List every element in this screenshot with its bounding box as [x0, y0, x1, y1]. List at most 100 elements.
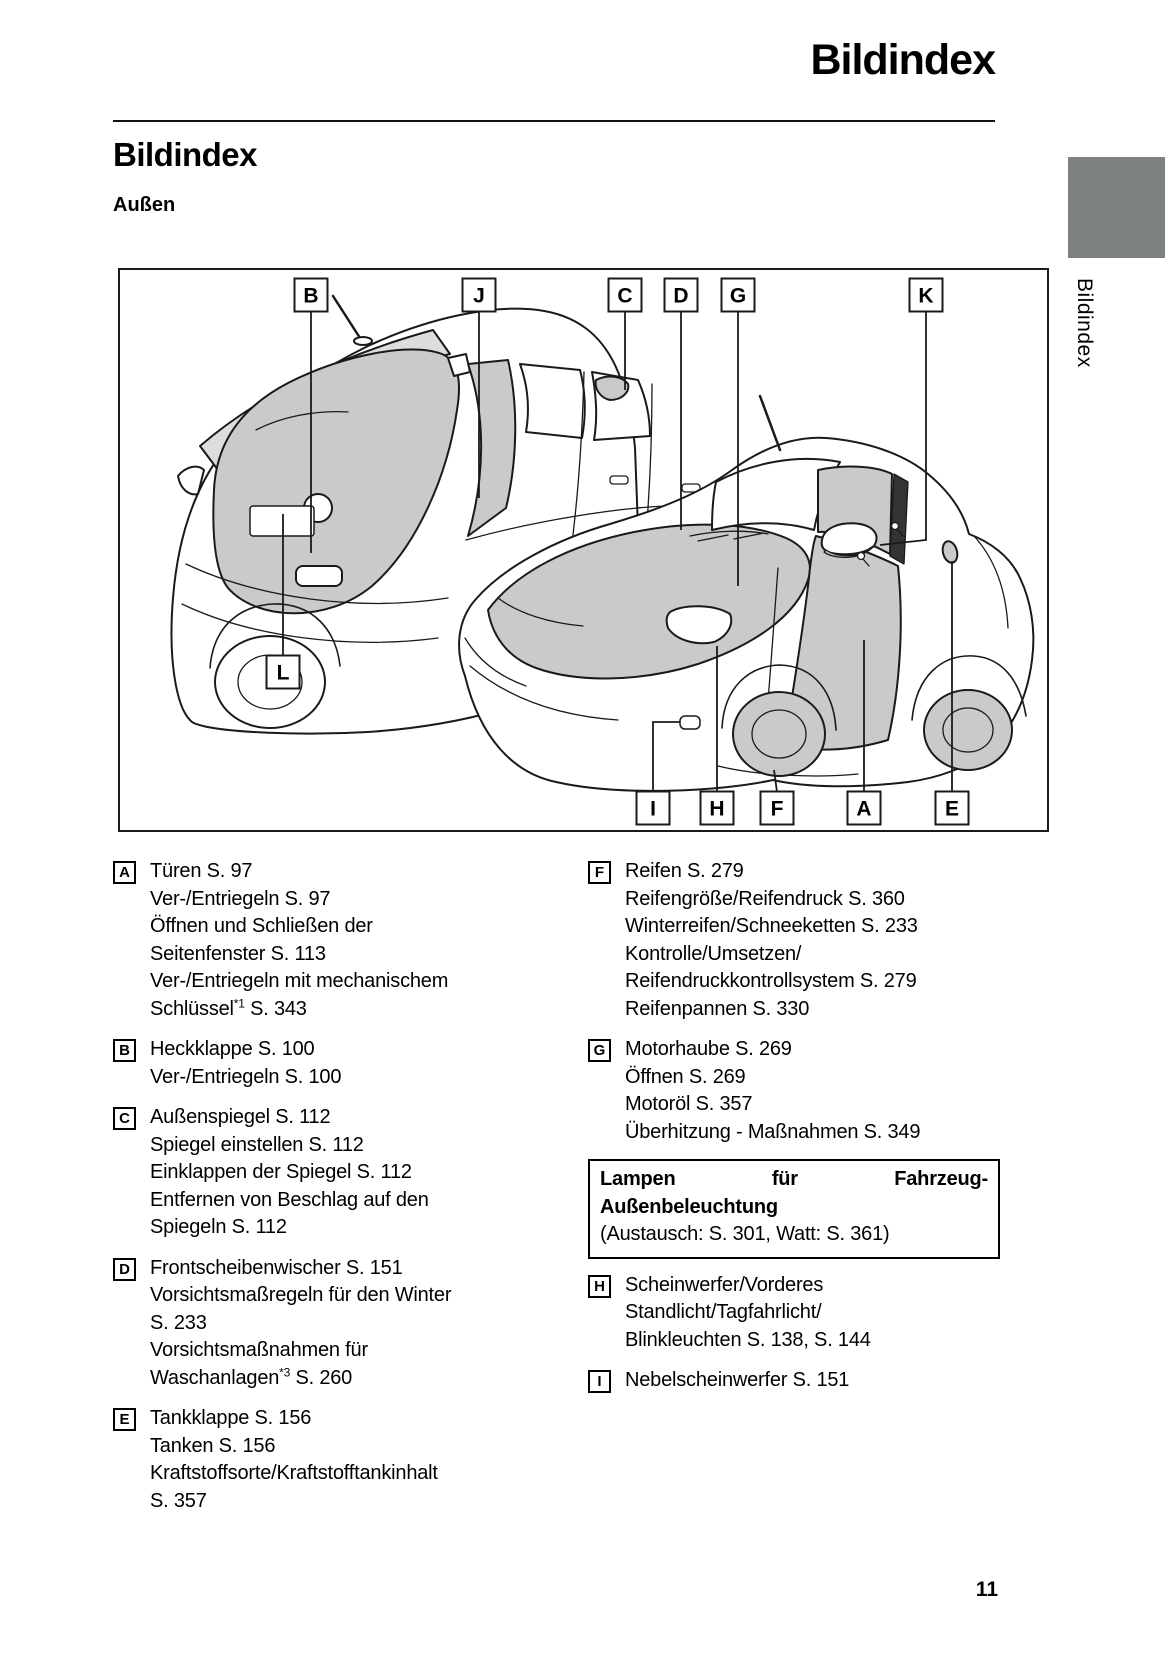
callout-marker-D: D	[113, 1257, 136, 1281]
index-line: S. 233	[150, 1311, 207, 1334]
rear-wiper	[255, 410, 349, 431]
lamp-note-box: Lampen für Fahrzeug- Außenbeleuchtung (Aus…	[588, 1159, 1000, 1259]
lamp-note-line: Außenbeleuchtung	[600, 1195, 778, 1218]
door-handle	[681, 483, 701, 493]
callout-marker-G: G	[588, 1039, 611, 1062]
index-line: Schlüssel*1 S. 343	[150, 995, 307, 1020]
callout-marker-E: E	[113, 1408, 136, 1431]
tail-lamp	[177, 465, 205, 496]
svg-text:A: A	[856, 798, 871, 821]
door-handle	[609, 475, 629, 485]
index-line: Blinkleuchten S. 138, S. 144	[625, 1328, 871, 1351]
callout-leader-lines	[282, 312, 953, 793]
index-line: Vorsichtsmaßnahmen für	[150, 1339, 368, 1361]
headlamp	[665, 605, 733, 645]
callout-I: I	[635, 790, 671, 826]
antenna	[758, 394, 782, 452]
callout-marker-I: I	[588, 1370, 611, 1393]
index-line: Ver-/Entriegeln S. 100	[150, 1065, 342, 1088]
index-line: Tankklappe S. 156	[150, 1407, 312, 1429]
header-rule	[113, 120, 995, 122]
callout-L: L	[265, 654, 301, 690]
front-door-shaded	[783, 535, 902, 751]
b-pillar	[889, 473, 909, 565]
index-line: Tanken S. 156	[150, 1434, 276, 1457]
callout-marker-F: F	[588, 861, 611, 884]
running-title: Bildindex	[810, 36, 996, 84]
svg-text:H: H	[709, 798, 724, 821]
callout-B: B	[293, 277, 329, 313]
callout-E: E	[934, 790, 970, 826]
index-line: Ver-/Entriegeln S. 97	[150, 887, 331, 910]
door-mirror	[594, 375, 630, 401]
index-line: Standlicht/Tagfahrlicht/	[625, 1301, 822, 1323]
svg-text:K: K	[918, 285, 933, 308]
subsection-heading: Außen	[113, 194, 176, 216]
antenna	[331, 294, 362, 340]
index-line: Seitenfenster S. 113	[150, 942, 326, 965]
svg-text:B: B	[303, 285, 318, 308]
index-line: Türen S. 97	[150, 860, 253, 882]
svg-text:I: I	[650, 798, 656, 821]
index-line: Vorsichtsmaßregeln für den Winter	[150, 1284, 452, 1306]
svg-text:L: L	[277, 662, 290, 685]
license-plate-recess	[249, 505, 315, 537]
front-wheel	[732, 691, 826, 777]
svg-text:F: F	[771, 798, 784, 821]
chapter-tab	[1068, 157, 1165, 258]
lamp-note-line: Lampen für Fahrzeug-	[600, 1168, 988, 1190]
callout-marker-C: C	[113, 1107, 136, 1130]
door-lock-keyhole	[856, 521, 904, 567]
lamp-note-line: (Austausch: S. 301, Watt: S. 361)	[600, 1223, 890, 1245]
callout-marker-B: B	[113, 1039, 136, 1062]
index-line: Reifengröße/Reifendruck S. 360	[625, 887, 905, 910]
fog-lamp	[679, 715, 701, 730]
index-line: Reifen S. 279	[625, 860, 744, 882]
callout-marker-H: H	[588, 1274, 611, 1298]
svg-text:J: J	[473, 285, 485, 308]
index-line: Überhitzung - Maßnahmen S. 349	[625, 1120, 921, 1143]
index-line: Waschanlagen*3 S. 260	[150, 1364, 353, 1389]
callout-J: J	[461, 277, 497, 313]
windshield-wipers	[689, 530, 769, 542]
svg-text:E: E	[945, 798, 959, 821]
chapter-tab-label: Bildindex	[1073, 278, 1096, 368]
side-window-rear	[519, 363, 586, 439]
index-line: Öffnen S. 269	[625, 1065, 746, 1088]
index-line: Frontscheibenwischer S. 151	[150, 1256, 403, 1279]
callout-C: C	[607, 277, 643, 313]
index-line: Winterreifen/Schneeketten S. 233	[625, 915, 918, 937]
index-line: Spiegeln S. 112	[150, 1216, 287, 1238]
svg-text:G: G	[730, 285, 746, 308]
index-line: Kraftstoffsorte/Kraftstofftankinhalt	[150, 1462, 438, 1484]
index-line: Ver-/Entriegeln mit mechanischem	[150, 970, 449, 992]
index-line: Motorhaube S. 269	[625, 1038, 792, 1060]
index-line: Reifenpannen S. 330	[625, 997, 810, 1020]
windshield	[711, 457, 841, 531]
index-line: Einklappen der Spiegel S. 112	[150, 1161, 412, 1183]
index-line: Außenspiegel S. 112	[150, 1106, 331, 1128]
index-line: Reifendruckkontrollsystem S. 279	[625, 970, 917, 992]
callout-G: G	[720, 277, 756, 313]
car-front-view-illustration	[458, 394, 1035, 792]
page-number: 11	[975, 1578, 998, 1601]
rear-window-shaded	[212, 348, 460, 615]
index-line: S. 357	[150, 1489, 207, 1512]
svg-text:C: C	[617, 285, 632, 308]
index-line: Motoröl S. 357	[625, 1093, 753, 1115]
hatch-handle	[295, 565, 343, 587]
index-line: Entfernen von Beschlag auf den	[150, 1188, 429, 1211]
rear-wheel	[923, 689, 1013, 771]
